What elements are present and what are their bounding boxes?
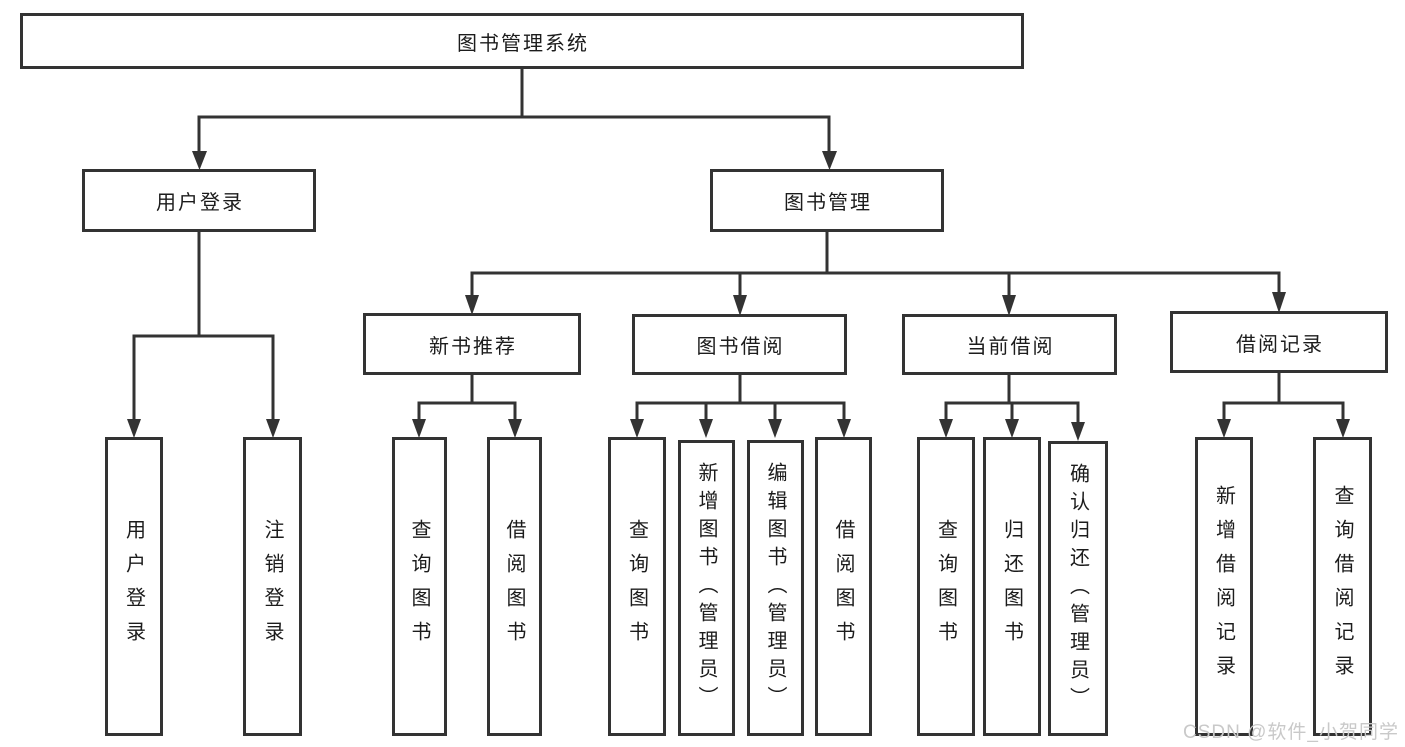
leaf-confirm-return-admin: 确认归还（管理员） [1048,441,1108,736]
node-book-borrow: 图书借阅 [632,314,847,375]
connector-bookmgmt-to-level3 [465,232,1286,316]
connector-currentborrow-to-leaves [939,375,1085,441]
leaf-query-books-1-label: 查询图书 [408,518,430,655]
connector-root-to-level2 [192,69,837,170]
leaf-query-books-3-label: 查询图书 [934,518,957,655]
connector-records-to-leaves [1217,373,1350,438]
leaf-add-book-admin-label: 新增图书（管理员） [695,462,717,714]
leaf-query-books-2-label: 查询图书 [625,518,648,655]
leaf-query-books-2: 查询图书 [608,437,666,736]
node-book-management: 图书管理 [710,169,944,232]
leaf-add-book-admin: 新增图书（管理员） [678,440,735,736]
node-user-login-label: 用户登录 [156,192,244,214]
leaf-user-login-label: 用户登录 [122,518,145,655]
leaf-borrow-books-1-label: 借阅图书 [503,518,525,655]
node-current-borrow: 当前借阅 [902,314,1117,375]
leaf-borrow-books-2-label: 借阅图书 [832,518,854,655]
leaf-query-borrow-record-label: 查询借阅记录 [1331,484,1353,689]
leaf-logout-label: 注销登录 [261,518,283,655]
leaf-user-login: 用户登录 [105,437,163,736]
leaf-query-books-3: 查询图书 [917,437,975,736]
leaf-query-books-1: 查询图书 [392,437,447,736]
leaf-borrow-books-2: 借阅图书 [815,437,872,736]
node-root: 图书管理系统 [20,13,1024,69]
node-borrow-records: 借阅记录 [1170,311,1388,373]
node-root-label: 图书管理系统 [457,32,589,55]
node-new-book-recommend: 新书推荐 [363,313,581,375]
node-current-borrow-label: 当前借阅 [966,336,1055,358]
leaf-confirm-return-admin-label: 确认归还（管理员） [1066,462,1089,715]
connector-newbook-to-leaves [412,375,522,438]
leaf-borrow-books-1: 借阅图书 [487,437,542,736]
node-user-login: 用户登录 [82,169,316,232]
leaf-query-borrow-record: 查询借阅记录 [1313,437,1372,736]
connector-userlogin-to-leaves [127,232,280,438]
connector-bookborrow-to-leaves [630,375,851,438]
node-new-book-recommend-label: 新书推荐 [429,335,517,358]
leaf-add-borrow-record: 新增借阅记录 [1195,437,1253,736]
node-book-borrow-label: 图书借阅 [696,336,785,358]
leaf-add-borrow-record-label: 新增借阅记录 [1212,484,1235,689]
leaf-return-book: 归还图书 [983,437,1041,736]
csdn-watermark: CSDN @软件_小贺同学 [1183,722,1399,743]
node-borrow-records-label: 借阅记录 [1236,333,1324,356]
leaf-edit-book-admin: 编辑图书（管理员） [747,440,804,736]
leaf-return-book-label: 归还图书 [1000,518,1023,655]
node-book-management-label: 图书管理 [784,192,872,214]
leaf-edit-book-admin-label: 编辑图书（管理员） [764,462,786,714]
leaf-logout: 注销登录 [243,437,302,736]
